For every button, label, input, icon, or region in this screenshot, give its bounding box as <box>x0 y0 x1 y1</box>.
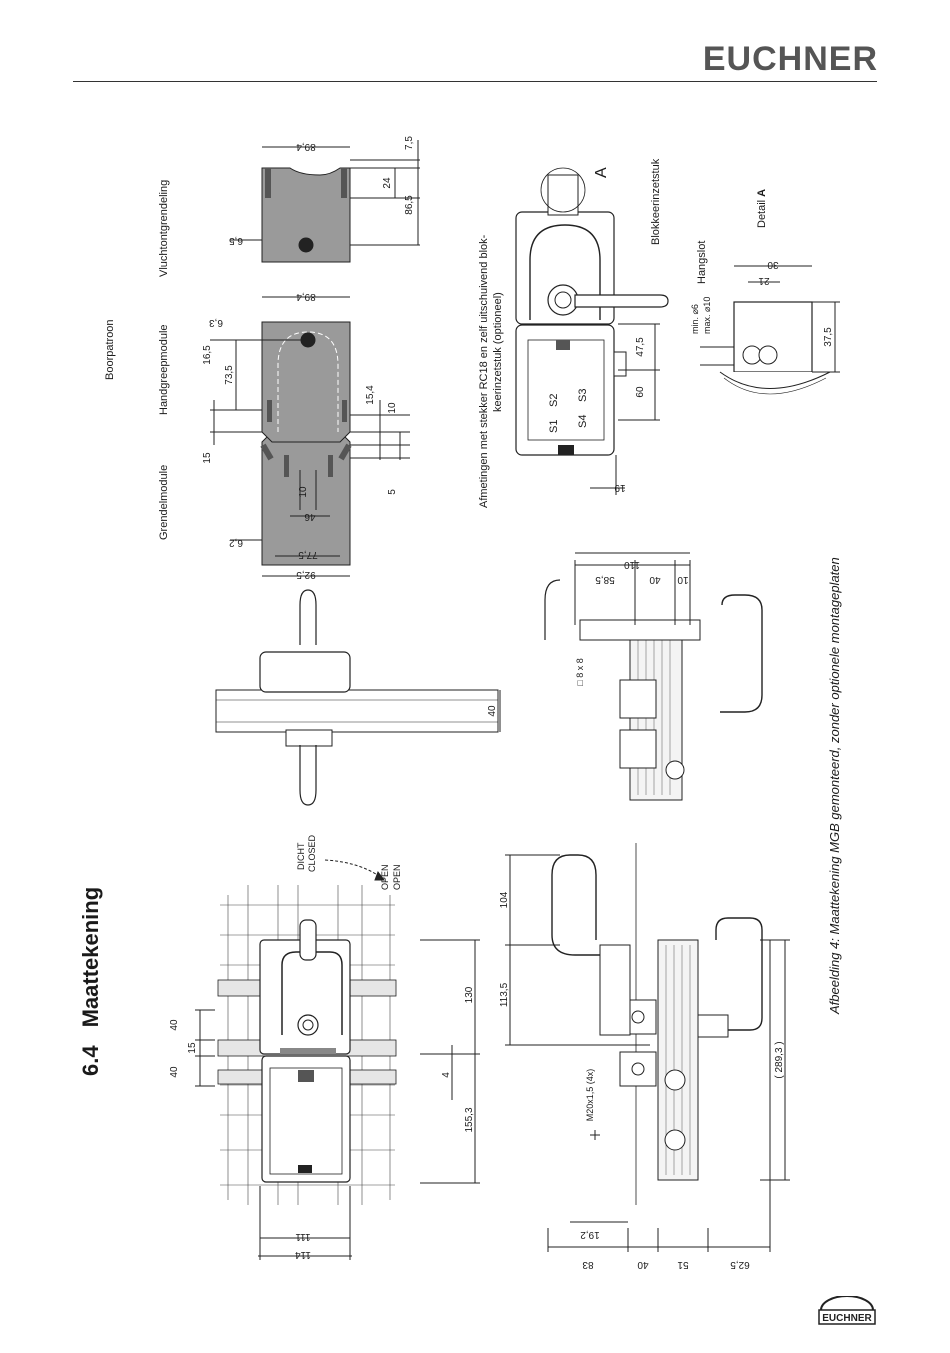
label-closed: CLOSED <box>307 834 317 872</box>
dim-114: 114 <box>295 1249 311 1260</box>
dim-15-4: 15,4 <box>365 385 376 405</box>
dim-40b: 40 <box>169 1066 180 1078</box>
dim-83: 83 <box>582 1259 594 1270</box>
dim-15: 15 <box>187 1042 198 1054</box>
front-view <box>195 859 480 1260</box>
side-view-bottom <box>505 843 790 1252</box>
label-detail: Detail A <box>756 189 768 228</box>
label-afmetingen-line2: keerinzetstuk (optioneel) <box>492 292 504 412</box>
header-rule <box>73 81 877 82</box>
dim-111: 111 <box>295 1231 311 1242</box>
detail-text: Detail <box>756 196 768 228</box>
rc18-view <box>515 167 669 495</box>
dim-10c: 10 <box>387 402 398 414</box>
dim-155-3: 155,3 <box>464 1107 475 1132</box>
dim-10a: 10 <box>677 574 689 585</box>
dim-6-2: 6,2 <box>229 537 243 548</box>
footer-euchner-logo: EUCHNER <box>818 1296 876 1325</box>
label-grendelmodule: Grendelmodule <box>158 464 170 540</box>
dim-86-5: 86,5 <box>404 195 415 215</box>
dim-92-5: 92,5 <box>296 569 316 580</box>
thread-label: M20x1,5 (4x) <box>585 1069 595 1122</box>
dim-46: 46 <box>304 511 316 522</box>
dim-62-5: 62,5 <box>730 1259 750 1270</box>
label-open-nl: OPEN <box>380 864 390 890</box>
dim-130: 130 <box>464 986 475 1003</box>
dim-77-5: 77,5 <box>298 549 318 560</box>
switch-s3: S3 <box>577 389 589 402</box>
dim-10b: 10 <box>298 486 309 498</box>
dim-30: 30 <box>767 259 779 270</box>
label-afmetingen-line1: Afmetingen met stekker RC18 en zelf uits… <box>478 234 490 508</box>
dim-89-4b: 89,4 <box>296 141 316 152</box>
dim-40c: 40 <box>637 1259 649 1270</box>
square-label: □ 8 x 8 <box>575 658 585 685</box>
dim-47-5: 47,5 <box>635 337 646 357</box>
label-hangslot-min: min. ⌀6 <box>690 304 700 334</box>
dim-60: 60 <box>635 386 646 398</box>
drilling-pattern <box>210 140 420 577</box>
dim-89-4a: 89,4 <box>296 291 316 302</box>
dim-40a: 40 <box>169 1019 180 1031</box>
label-open-en: OPEN <box>392 864 402 890</box>
label-blokkeerinzetstuk: Blokkeerinzetstuk <box>650 158 662 245</box>
dim-19b: 19 <box>614 482 626 493</box>
dim-4: 4 <box>441 1072 452 1078</box>
dim-73-5: 73,5 <box>224 365 235 385</box>
dim-24: 24 <box>382 177 393 189</box>
detail-letter: A <box>756 188 768 197</box>
label-dicht: DICHT <box>296 842 306 871</box>
marker-a: A <box>593 167 610 178</box>
switch-s1: S1 <box>548 420 560 433</box>
dim-21: 21 <box>758 275 770 286</box>
euchner-logo: EUCHNER <box>702 40 878 78</box>
dimension-labels: 111 114 40 15 40 130 4 155,3 104 113,5 (… <box>169 136 834 1270</box>
dim-58-5: 58,5 <box>595 574 615 585</box>
switch-s4: S4 <box>577 415 589 428</box>
dim-37-5: 37,5 <box>823 327 834 347</box>
top-view-rail <box>215 589 501 806</box>
label-hangslot: Hangslot <box>696 240 708 284</box>
side-view-middle <box>544 552 763 801</box>
dim-113-5: 113,5 <box>499 982 510 1007</box>
dim-104: 104 <box>499 891 510 908</box>
switch-s2: S2 <box>548 394 560 407</box>
dim-40d: 40 <box>487 705 498 717</box>
dim-289-3: ( 289,3 ) <box>774 1041 785 1078</box>
label-hangslot-max: max. ⌀10 <box>702 296 712 334</box>
dim-15b: 15 <box>202 452 213 464</box>
dim-5: 5 <box>387 489 398 495</box>
dim-19-2: 19,2 <box>580 1229 600 1240</box>
label-vluchtontgrendeling: Vluchtontgrendeling <box>158 179 170 277</box>
dim-40e: 40 <box>649 574 661 585</box>
dim-16-5: 16,5 <box>202 345 213 365</box>
label-boorpatroon: Boorpatroon <box>104 319 116 380</box>
dim-7-5: 7,5 <box>404 136 415 150</box>
dim-6-3: 6,3 <box>209 317 223 328</box>
detail-a <box>700 265 840 395</box>
dim-6-5: 6,5 <box>229 235 243 246</box>
dim-110: 110 <box>624 559 640 570</box>
label-handgreepmodule: Handgreepmodule <box>158 324 170 415</box>
dim-51: 51 <box>677 1259 689 1270</box>
footer-brand: EUCHNER <box>822 1313 872 1324</box>
